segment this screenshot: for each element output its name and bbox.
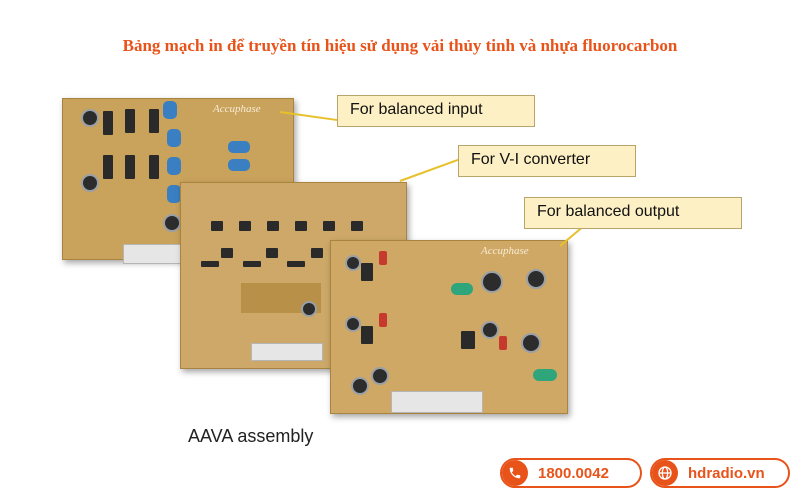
- board-logo: Accuphase: [213, 103, 261, 115]
- page-title: Bảng mạch in để truyền tín hiệu sử dụng …: [122, 36, 678, 55]
- capacitor: [167, 129, 181, 147]
- capacitor: [481, 321, 499, 339]
- website-button[interactable]: hdradio.vn: [650, 458, 790, 488]
- edge-connector: [123, 244, 185, 264]
- chip: [311, 248, 323, 258]
- capacitor: [167, 157, 181, 175]
- board-balanced-input: Accuphase: [62, 98, 294, 264]
- capacitor: [451, 283, 473, 295]
- capacitor: [379, 251, 387, 265]
- phone-icon: [502, 460, 528, 486]
- board-logo: Accuphase: [481, 245, 529, 257]
- leader-line: [399, 158, 461, 182]
- capacitor: [526, 269, 546, 289]
- edge-connector: [251, 343, 323, 361]
- chip: [295, 221, 307, 231]
- chip: [149, 155, 159, 179]
- capacitor: [379, 313, 387, 327]
- capacitor: [533, 369, 557, 381]
- capacitor: [499, 336, 507, 350]
- capacitor: [228, 141, 250, 153]
- label-vi-converter: For V-I converter: [458, 145, 636, 177]
- chip: [351, 221, 363, 231]
- capacitor: [163, 214, 181, 232]
- capacitor: [228, 159, 250, 171]
- capacitor: [301, 301, 317, 317]
- chip: [103, 111, 113, 135]
- capacitor: [521, 333, 541, 353]
- chip: [125, 155, 135, 179]
- chip: [103, 155, 113, 179]
- chip: [323, 221, 335, 231]
- chip: [125, 109, 135, 133]
- website-url: hdradio.vn: [688, 464, 765, 482]
- chip: [211, 221, 223, 231]
- capacitor: [351, 377, 369, 395]
- label-balanced-output: For balanced output: [524, 197, 742, 229]
- chip: [239, 221, 251, 231]
- capacitor: [81, 109, 99, 127]
- chip: [267, 221, 279, 231]
- label-balanced-input: For balanced input: [337, 95, 535, 127]
- capacitor: [167, 185, 181, 203]
- chip: [149, 109, 159, 133]
- capacitor: [81, 174, 99, 192]
- phone-button[interactable]: 1800.0042: [500, 458, 642, 488]
- capacitor: [163, 101, 177, 119]
- phone-number: 1800.0042: [538, 464, 609, 482]
- capacitor: [345, 255, 361, 271]
- globe-icon: [652, 460, 678, 486]
- capacitor: [481, 271, 503, 293]
- chip: [221, 248, 233, 258]
- chip: [201, 261, 219, 267]
- edge-connector: [391, 391, 483, 413]
- chip: [361, 263, 373, 281]
- capacitor: [345, 316, 361, 332]
- capacitor: [371, 367, 389, 385]
- chip: [266, 248, 278, 258]
- chip: [287, 261, 305, 267]
- chip: [361, 326, 373, 344]
- assembly-caption: AAVA assembly: [188, 426, 314, 446]
- chip: [461, 331, 475, 349]
- chip: [243, 261, 261, 267]
- board-balanced-output: Accuphase: [330, 240, 568, 414]
